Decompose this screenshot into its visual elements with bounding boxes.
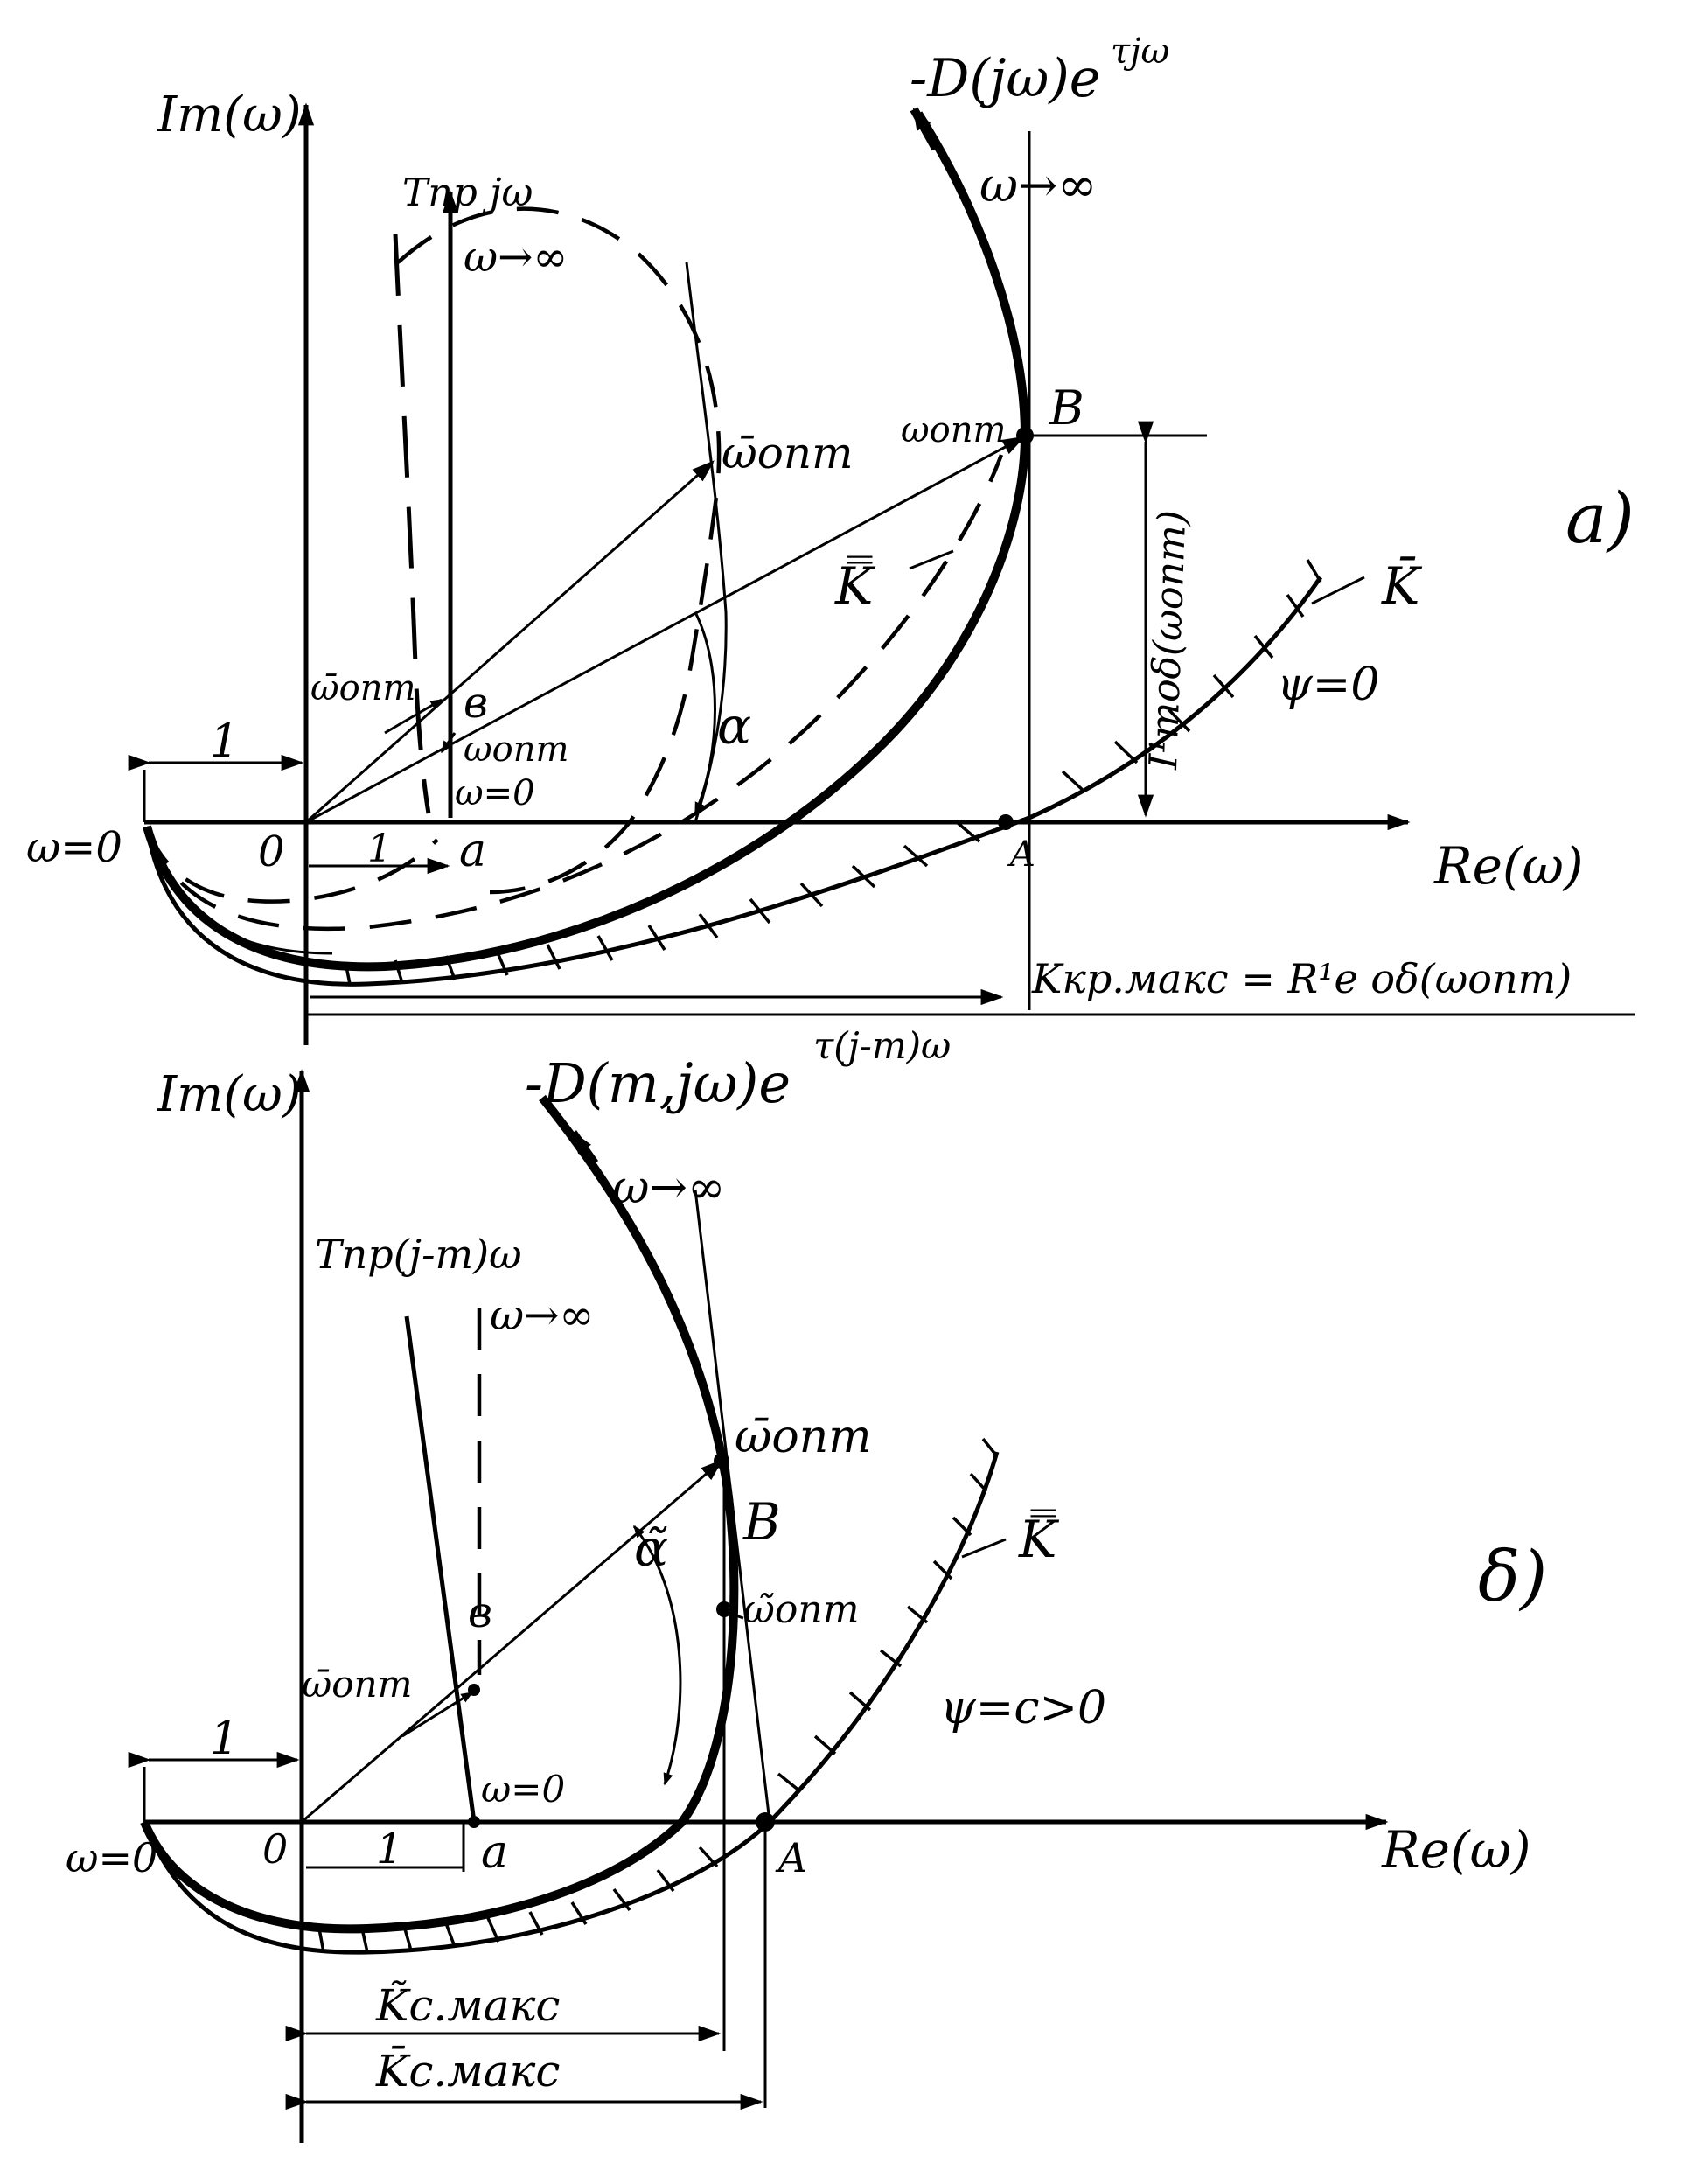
panel-b-main-curve-arrow: [568, 1130, 599, 1166]
panel-b-alpha-arc: [632, 1525, 682, 1786]
panel-a-K-curve: [144, 576, 1323, 987]
panel-b-alpha-tilde: α̃: [634, 1518, 668, 1578]
panel-a-w-inf-curve: ω→∞: [979, 157, 1097, 213]
panel-b-curve-label-sup: τ(j-m)ω: [813, 1024, 951, 1067]
panel-a-dashed-K-double: [144, 454, 1004, 932]
panel-b-marker: δ): [1478, 1536, 1547, 1617]
panel-a-w-zero-left: ω=0: [26, 823, 122, 872]
panel-b-point-w-opt-dot: [714, 1453, 729, 1469]
panel-a-aux-curve: [145, 826, 333, 955]
panel-b-point-A: A: [775, 1834, 807, 1881]
panel-b-K-curve: [142, 1451, 1000, 1955]
panel-a: Im(ω) Re(ω) -D(jω)e τjω ω→∞ Tпр jω ω→∞ ω…: [26, 31, 1635, 1045]
panel-a-w-opt-left: ω̄опт: [310, 668, 415, 708]
panel-a-alpha: α: [717, 696, 751, 756]
panel-b-point-b-dot: [468, 1684, 480, 1696]
panel-a-w-zero-a: ω=0: [455, 773, 535, 813]
panel-a-k-double: K̿: [834, 555, 876, 616]
panel-a-unit-bottom: 1: [367, 827, 392, 871]
panel-a-thin-curve: [685, 262, 728, 823]
panel-b-tpr-line: [404, 1315, 477, 1823]
panel-a-k-single: K̄: [1381, 555, 1423, 616]
panel-a-point-b: в: [464, 679, 488, 728]
panel-b-K-double-leader: [961, 1538, 1007, 1559]
panel-b-ray: [301, 1459, 723, 1824]
panel-a-point-A: A: [1007, 834, 1035, 875]
panel-b-w-opt-small-arrow: [401, 1691, 474, 1738]
panel-a-w-inf-tpr: ω→∞: [464, 233, 568, 282]
panel-b-kc-tilde: K̃c.макс: [375, 1979, 560, 2031]
panel-a-K-leader: [1311, 576, 1365, 605]
panel-a-w-opt-low-arrow: [440, 732, 457, 754]
panel-b-point-a: a: [481, 1826, 508, 1879]
panel-a-origin: 0: [258, 827, 285, 876]
panel-b-w-opt-bar: ω̄опт: [735, 1411, 872, 1463]
panel-b-point-w-tilde-dot: [716, 1601, 732, 1617]
panel-b-w-opt-left: ω̄опт: [302, 1663, 412, 1706]
panel-b-curve-label: -D(m,jω)e: [525, 1051, 791, 1115]
panel-a-curve-label: -D(jω)e: [910, 48, 1100, 109]
panel-a-tpr-label: Tпр jω: [402, 171, 533, 215]
panel-a-K-double-leader: [909, 549, 954, 570]
panel-a-alpha-arc: [694, 611, 716, 815]
panel-a-w-opt-small-arrow: [384, 698, 443, 735]
panel-b-psi: ψ=c>0: [940, 1682, 1106, 1734]
panel-b-w-zero-a: ω=0: [481, 1768, 565, 1811]
panel-b-w-zero-left: ω=0: [66, 1834, 157, 1881]
panel-b-point-B-label: B: [742, 1492, 781, 1552]
panel-b-w-inf-curve: ω→∞: [612, 1162, 725, 1214]
panel-b-hatching: [317, 1437, 999, 1953]
panel-a-point-a: a: [459, 825, 486, 877]
panel-a-im-label: I¹mоδ(ωопт): [1141, 509, 1195, 771]
panel-b-x-axis-label: Re(ω): [1381, 1820, 1531, 1880]
panel-a-ray-w-opt-bar: [305, 460, 715, 824]
panel-a-hatching: [344, 559, 1322, 985]
panel-b-point-b: в: [468, 1588, 492, 1637]
panel-a-x-axis-label: Re(ω): [1433, 836, 1584, 896]
panel-b-k-double: K̿: [1018, 1509, 1060, 1569]
panel-a-ray-B: [305, 436, 1026, 824]
panel-a-unit-top: 1: [210, 715, 239, 768]
panel-a-point-B-dot: [1016, 427, 1034, 444]
panel-b-point-A-dot: [756, 1812, 775, 1832]
panel-a-psi: ψ=0: [1277, 659, 1379, 711]
panel-b-main-curve: [140, 1094, 739, 1934]
panel-a-curve-label-sup: τjω: [1111, 31, 1169, 72]
panel-a-y-axis-label: Im(ω): [157, 87, 302, 143]
panel-b-point-a-dot: [468, 1816, 480, 1828]
panel-a-kmax: Kкр.макс = R¹e оδ(ωопт): [1031, 955, 1572, 1002]
panel-b-y-axis-label: Im(ω): [157, 1066, 302, 1123]
panel-a-w-opt-bar: ω̄опт: [722, 428, 854, 478]
panel-b-origin: 0: [262, 1825, 288, 1873]
panel-a-point-A-dot: [998, 814, 1014, 830]
panel-a-dashed-loop: [396, 206, 722, 895]
panel-b: Im(ω) Re(ω) -D(m,jω)e τ(j-m)ω ω→∞ Tпр(j-…: [66, 1024, 1547, 2143]
panel-a-main-curve: [143, 111, 1030, 972]
panel-a-dashed-inner: [144, 826, 439, 904]
panel-b-unit-top: 1: [210, 1713, 239, 1765]
panel-b-kc-bar: K̄c.макс: [375, 2045, 560, 2097]
panel-a-w-opt-B: ωопт: [901, 410, 1006, 450]
panel-b-unit-bottom: 1: [376, 1825, 403, 1873]
panel-a-marker: а): [1565, 478, 1635, 559]
panel-a-dashed-vertical: [393, 234, 431, 814]
panel-b-w-inf-dash: ω→∞: [490, 1291, 594, 1340]
panel-a-w-opt-low: ωопт: [464, 729, 568, 770]
panel-b-tpr-label: Tпр(j-m)ω: [315, 1231, 522, 1278]
panel-a-main-curve-arrow: [910, 107, 940, 151]
panel-a-point-B-label: B: [1049, 380, 1084, 436]
panel-b-w-opt-tilde: ω̃опт: [743, 1587, 859, 1632]
